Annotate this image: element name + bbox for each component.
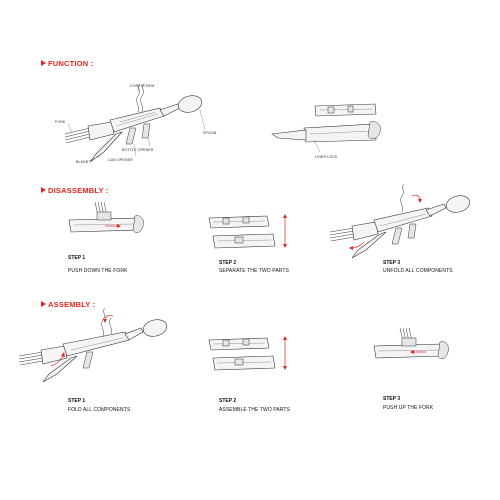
play-arrow-icon (41, 301, 46, 307)
disassembly-title-text: DISASSEMBLY : (48, 186, 109, 195)
fork-drawing (64, 121, 115, 144)
blade-drawing (89, 131, 123, 163)
play-arrow-icon (41, 60, 46, 66)
disassembly-step3-illustration (329, 183, 471, 259)
folded-tool-illustration (271, 103, 381, 153)
disassembly-step2-number: STEP 2 (219, 260, 237, 266)
disassembly-step3-text: UNFOLD ALL COMPONENTS (383, 268, 453, 274)
bottle-opener-drawing (125, 127, 137, 145)
play-arrow-icon (41, 187, 46, 193)
function-title-text: FUNCTION : (48, 59, 94, 68)
disassembly-step3-number: STEP 3 (383, 260, 401, 266)
can-opener-drawing (141, 123, 151, 139)
assembly-section-title: ASSEMBLY : (41, 300, 95, 309)
assembly-step1-text: FOLD ALL COMPONENTS (68, 407, 131, 413)
disassembly-section-title: DISASSEMBLY : (41, 186, 109, 195)
disassembly-step1-illustration (68, 201, 144, 233)
corkscrew-callout: CORKSCREW (130, 84, 155, 88)
assembly-step3-text: PUSH UP THE FORK (383, 405, 434, 411)
assembly-step1-number: STEP 1 (68, 398, 86, 404)
can-opener-callout: CAN OPENER (108, 158, 133, 162)
spoon-drawing (177, 95, 203, 113)
bottle-opener-callout: BOTTLE OPENER (122, 148, 154, 152)
liner-lock-callout: LINER LOCK (315, 155, 338, 159)
assembly-step3-number: STEP 3 (383, 396, 401, 402)
assembly-title-text: ASSEMBLY : (48, 300, 96, 309)
disassembly-step1-text: PUSH DOWN THE FORK (68, 268, 128, 274)
function-section-title: FUNCTION : (41, 59, 93, 68)
assembly-step2-text: ASSEMBLE THE TWO PARTS (219, 407, 291, 413)
disassembly-step2-illustration (208, 214, 287, 249)
assembly-step3-illustration (373, 327, 449, 359)
fork-callout: FORK (55, 120, 66, 124)
spoon-callout: SPOON (203, 131, 217, 135)
blade-callout: BLADE (76, 160, 89, 164)
disassembly-step1-number: STEP 1 (68, 255, 86, 261)
corkscrew-drawing (136, 83, 141, 113)
assembly-step1-illustration (18, 307, 168, 383)
unfolded-tool-illustration (64, 83, 206, 163)
disassembly-step2-text: SEPARATE THE TWO PARTS (219, 268, 289, 274)
open-blade-drawing (271, 129, 307, 141)
assembly-step2-number: STEP 2 (219, 398, 237, 404)
assembly-step2-illustration (208, 336, 287, 371)
